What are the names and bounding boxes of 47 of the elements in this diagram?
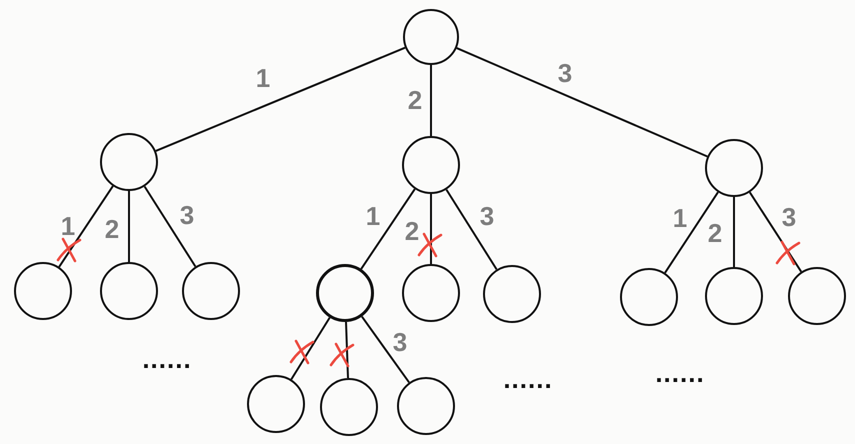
edge-label: 3 bbox=[782, 204, 796, 230]
edge-label: 3 bbox=[180, 202, 194, 228]
edge-label: 2 bbox=[104, 216, 120, 242]
circle-node bbox=[100, 262, 158, 320]
edge-label: 1 bbox=[366, 203, 380, 229]
edge-label: 2 bbox=[708, 220, 722, 246]
circle-node bbox=[100, 133, 158, 191]
edge-label: 3 bbox=[392, 329, 408, 355]
circle-node bbox=[705, 267, 763, 325]
edge-label: 3 bbox=[558, 60, 572, 86]
tree-edge bbox=[155, 46, 406, 152]
edge-label: 2 bbox=[404, 218, 420, 244]
tree-edge bbox=[128, 191, 130, 262]
ellipsis-text: ...... bbox=[655, 360, 705, 386]
tree-edge bbox=[58, 186, 114, 268]
circle-node bbox=[620, 268, 678, 326]
tree-edge bbox=[733, 197, 735, 267]
tree-edge bbox=[290, 317, 331, 380]
tree-edge bbox=[748, 192, 802, 272]
circle-node bbox=[402, 136, 460, 194]
tree-edge bbox=[456, 47, 708, 158]
edge-label: 1 bbox=[672, 205, 688, 231]
circle-node bbox=[320, 378, 378, 436]
ellipsis-text: ...... bbox=[503, 366, 553, 392]
circle-node bbox=[705, 139, 763, 197]
tree-edge bbox=[345, 322, 349, 378]
circle-node bbox=[403, 9, 459, 65]
circle-node bbox=[247, 375, 305, 433]
circle-node bbox=[397, 377, 455, 435]
tree-edge bbox=[144, 186, 196, 268]
edge-label: 2 bbox=[408, 87, 422, 113]
edge-label: 1 bbox=[256, 65, 270, 91]
tree-edge bbox=[664, 192, 719, 274]
tree-edge bbox=[430, 65, 432, 136]
ellipsis-text: ...... bbox=[142, 346, 192, 372]
tree-edge bbox=[361, 316, 410, 383]
tree-edge bbox=[360, 188, 416, 270]
edge-label: 1 bbox=[60, 213, 76, 239]
circle-node bbox=[788, 267, 846, 325]
circle-node bbox=[14, 262, 72, 320]
circle-node bbox=[483, 265, 541, 323]
edge-label: 3 bbox=[480, 203, 494, 229]
circle-node bbox=[402, 264, 460, 322]
tree-edge bbox=[446, 189, 498, 270]
circle-node bbox=[182, 262, 240, 320]
tree-edge bbox=[430, 194, 432, 264]
circle-node bbox=[316, 264, 374, 322]
